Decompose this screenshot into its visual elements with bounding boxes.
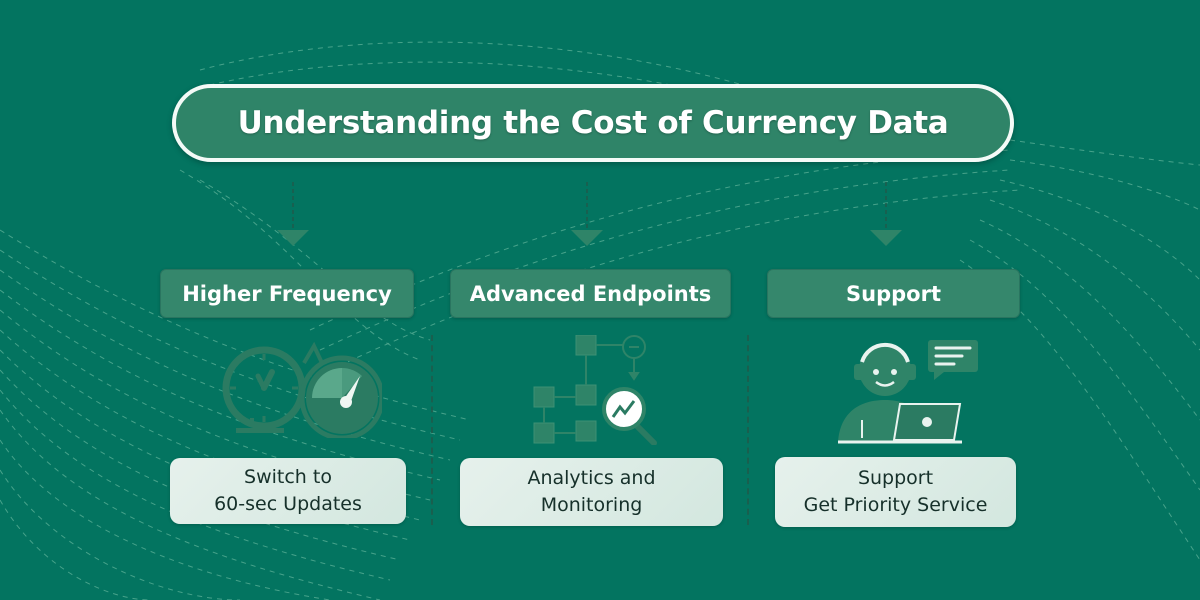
card-advanced-endpoints: Analytics and Monitoring — [460, 458, 723, 526]
heading-label: Support — [846, 281, 941, 306]
arrow-down-icon — [277, 182, 309, 246]
heading-label: Advanced Endpoints — [469, 281, 712, 306]
card-line: Analytics and — [527, 467, 656, 489]
heading-support: Support — [767, 269, 1020, 318]
card-support: Support Get Priority Service — [775, 457, 1016, 527]
column-divider — [747, 335, 749, 525]
card-line: Support — [857, 467, 934, 489]
card-higher-frequency: Switch to 60-sec Updates — [170, 458, 406, 524]
card-line: Get Priority Service — [803, 494, 988, 516]
flowchart-magnifier-icon — [533, 335, 657, 445]
arrow-down-icon — [571, 182, 603, 246]
title-banner: Understanding the Cost of Currency Data — [172, 84, 1014, 162]
arrow-down-icon — [870, 182, 902, 246]
page-title: Understanding the Cost of Currency Data — [237, 105, 949, 141]
column-divider — [431, 335, 433, 525]
card-line: 60-sec Updates — [214, 493, 362, 515]
heading-higher-frequency: Higher Frequency — [160, 269, 414, 318]
heading-label: Higher Frequency — [182, 281, 392, 306]
clock-speedometer-icon — [222, 341, 382, 438]
support-agent-laptop-icon — [838, 340, 978, 444]
card-line: Switch to — [244, 466, 332, 488]
heading-advanced-endpoints: Advanced Endpoints — [450, 269, 731, 318]
card-line: Monitoring — [540, 494, 643, 516]
